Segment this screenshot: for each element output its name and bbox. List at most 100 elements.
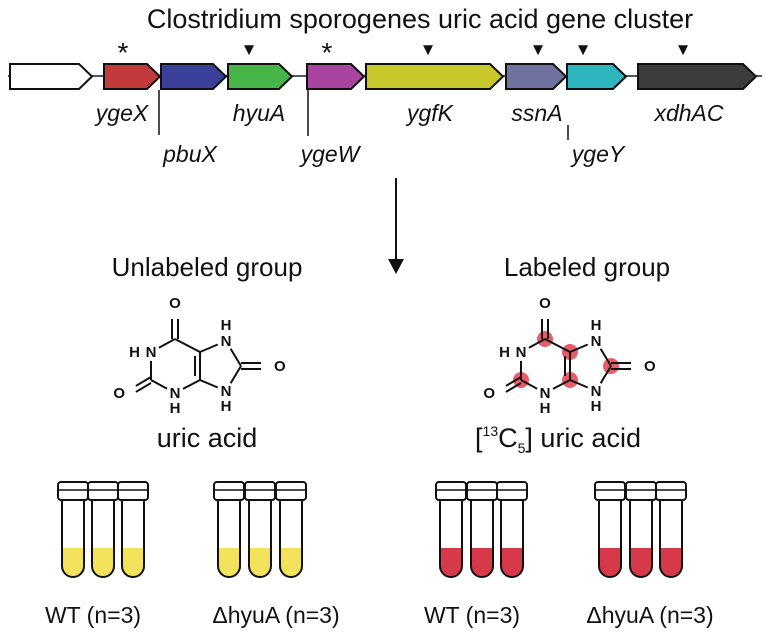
gene-mark-hyuA: ▼	[241, 40, 258, 59]
bond	[174, 338, 201, 353]
atom-label: O	[274, 358, 286, 375]
culture-tube	[435, 481, 467, 578]
gene-arrow-ssnA	[505, 63, 568, 90]
tube-cap	[435, 481, 467, 501]
tube-caption-unlabeled-hyuA: ΔhyuA (n=3)	[212, 602, 339, 628]
bond	[158, 338, 176, 349]
bond	[229, 348, 242, 367]
atom-label: H	[221, 398, 232, 415]
gene-arrow-ygeY	[566, 63, 628, 90]
atom-label: N	[591, 383, 602, 400]
gene-arrow-ygeW	[306, 63, 366, 90]
culture-medium	[218, 548, 240, 577]
tube-cap	[244, 481, 276, 501]
atom-label: H	[540, 400, 551, 417]
gene-mark-ygfK: ▼	[420, 40, 437, 59]
tube-caption-labeled-hyuA: ΔhyuA (n=3)	[586, 602, 713, 628]
bond	[135, 382, 152, 393]
atom-label: N	[221, 383, 232, 400]
gene-label-ygeX: ygeX	[94, 100, 150, 126]
culture-medium	[501, 548, 523, 577]
tube-cap	[275, 481, 307, 501]
culture-tube	[213, 481, 245, 578]
culture-medium	[660, 548, 682, 577]
bond	[528, 338, 546, 349]
unlabeled-group-title: Unlabeled group	[112, 252, 303, 282]
gene-mark-ssnA: ▼	[530, 40, 547, 59]
culture-medium	[630, 548, 652, 577]
atom-label: N	[146, 344, 157, 361]
down-arrow	[388, 178, 404, 274]
gene-mark-xdhAC: ▼	[675, 40, 692, 59]
culture-medium	[471, 548, 493, 577]
atom-label: N	[170, 385, 181, 402]
atom-label: O	[113, 385, 125, 402]
gene-mark-ygeX: *	[118, 37, 129, 68]
tube-caption-labeled-wt: WT (n=3)	[424, 602, 520, 628]
gene-arrow-ygfK	[365, 63, 505, 90]
gene-arrow-hyuA	[227, 63, 294, 90]
tube-cap	[655, 481, 687, 501]
culture-tube	[57, 481, 89, 578]
culture-tube	[244, 481, 276, 578]
atom-label: O	[539, 295, 551, 312]
culture-tube	[655, 481, 687, 578]
culture-tube	[466, 481, 498, 578]
bond	[182, 379, 201, 390]
atom-label: H	[591, 317, 602, 334]
atom-label: H	[129, 344, 140, 361]
gene-label-ygfK: ygfK	[405, 100, 455, 126]
bond	[135, 376, 152, 387]
gene-label-hyuA: hyuA	[233, 100, 285, 126]
culture-tube	[275, 481, 307, 578]
tube-caption-unlabeled-wt: WT (n=3)	[45, 602, 141, 628]
culture-medium	[92, 548, 114, 577]
atom-label: O	[169, 295, 181, 312]
bond	[599, 348, 612, 367]
tube-cap	[594, 481, 626, 501]
gene-label-ygeY: ygeY	[570, 141, 626, 167]
tube-cap	[496, 481, 528, 501]
culture-medium	[62, 548, 84, 577]
culture-medium	[440, 548, 462, 577]
gene-arrow-unnamed	[9, 63, 94, 90]
atom-label: O	[644, 358, 656, 375]
bond	[552, 379, 571, 390]
gene-label-xdhAC: xdhAC	[653, 100, 723, 126]
labeled-compound-name: [13C5] uric acid	[475, 423, 641, 456]
atom-label: H	[499, 344, 510, 361]
bond	[569, 379, 589, 389]
bond	[599, 365, 612, 384]
gene-label-ygeW: ygeW	[299, 141, 362, 167]
atom-label: N	[221, 333, 232, 350]
atom-label: H	[170, 400, 181, 417]
unlabeled-compound-name: uric acid	[157, 423, 258, 453]
culture-tube	[117, 481, 149, 578]
bond	[505, 382, 522, 393]
tube-cap	[117, 481, 149, 501]
bond	[544, 338, 571, 353]
bond	[520, 379, 538, 390]
gene-cluster: * ▼ * ▼ ▼ ▼ ▼ ygeX pbuX hyuA ygeW ygfK s…	[8, 37, 762, 167]
bond	[150, 379, 168, 390]
tube-cap	[213, 481, 245, 501]
gene-arrow-ygeX	[103, 63, 162, 90]
gene-label-ssnA: ssnA	[511, 100, 562, 126]
bond	[229, 365, 242, 384]
atom-label: N	[540, 385, 551, 402]
tube-cap	[625, 481, 657, 501]
bond	[199, 343, 219, 353]
bond	[569, 343, 589, 353]
bond	[505, 376, 522, 387]
tube-cap	[87, 481, 119, 501]
atom-label: O	[483, 385, 495, 402]
figure-title: Clostridium sporogenes uric acid gene cl…	[147, 4, 693, 34]
culture-medium	[280, 548, 302, 577]
gene-arrow-pbuX	[160, 63, 228, 90]
atom-label: H	[221, 317, 232, 334]
bond	[199, 379, 219, 389]
atom-label: N	[591, 333, 602, 350]
culture-tube	[625, 481, 657, 578]
